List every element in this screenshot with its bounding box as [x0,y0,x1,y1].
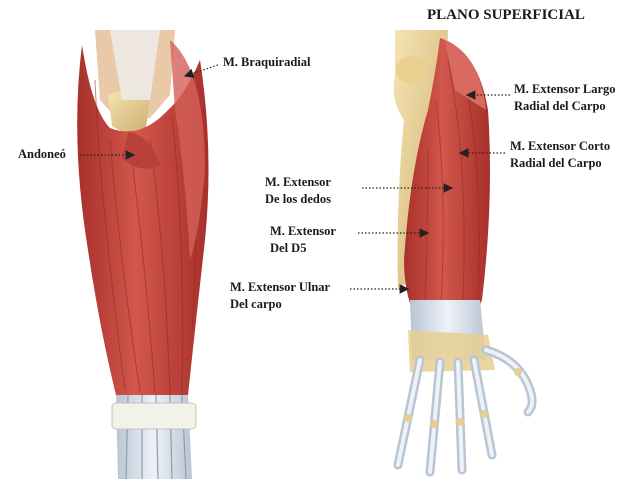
left-triceps-tendon [110,30,160,100]
right-extensor-carpi-radialis-longus [445,40,486,110]
label-extensor-largo: M. Extensor Largo Radial del Carpo [514,81,616,115]
label-extensor-corto: M. Extensor Corto Radial del Carpo [510,138,610,172]
label-extensor-ulnar-line1: M. Extensor Ulnar [230,280,331,294]
left-brachioradialis [170,40,205,260]
label-extensor-corto-line2: Radial del Carpo [510,156,602,170]
label-extensor-dedos-line2: De los dedos [265,192,331,206]
right-lateral-epicondyle [396,56,428,84]
left-forearm [77,30,209,480]
label-extensor-corto-line1: M. Extensor Corto [510,139,611,153]
right-forearm [393,30,537,477]
label-extensor-d5: M. Extensor Del D5 [270,223,336,257]
leader-lines [80,64,510,294]
label-extensor-ulnar: M. Extensor Ulnar Del carpo [230,279,330,313]
label-extensor-largo-line1: M. Extensor Largo [514,82,616,96]
label-extensor-dedos-line1: M. Extensor [265,175,331,189]
label-extensor-ulnar-line2: Del carpo [230,297,282,311]
right-finger-joints [404,368,522,428]
label-extensor-dedos: M. Extensor De los dedos [265,174,331,208]
left-olecranon [108,90,150,133]
leader-braquiradial [183,64,219,78]
left-extensor-retinaculum [111,402,197,430]
left-extensor-mass [77,45,209,395]
label-braquiradial: M. Braquiradial [223,55,311,69]
label-extensor-d5-line1: M. Extensor [270,224,336,238]
label-anconeo: Andoneó [18,147,66,161]
label-extensor-d5-line2: Del D5 [270,241,307,255]
right-finger-tendons [393,345,537,477]
diagram-title: PLANO SUPERFICIAL [427,7,585,23]
label-extensor-largo-line2: Radial del Carpo [514,99,606,113]
